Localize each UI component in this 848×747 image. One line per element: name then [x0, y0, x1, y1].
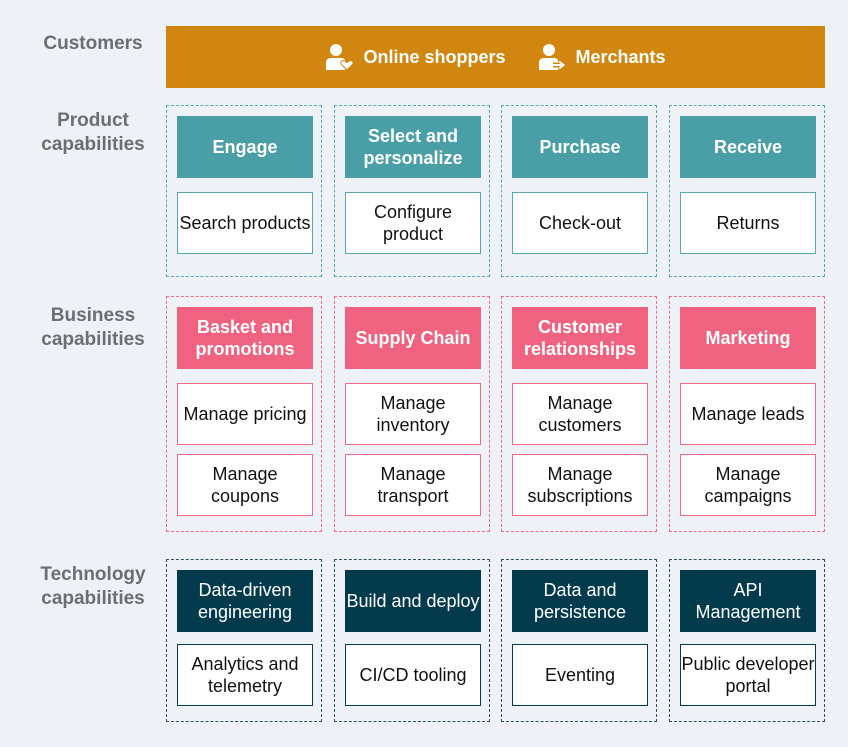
row-label-technology: Technology capabilities: [40, 564, 146, 609]
capability-item: Eventing: [512, 644, 648, 706]
capability-header: Engage: [177, 116, 313, 178]
capability-item: Public developer portal: [680, 644, 816, 706]
business-group-supply: Supply Chain Manage inventory Manage tra…: [334, 296, 490, 532]
technology-group-build: Build and deploy CI/CD tooling: [334, 559, 490, 722]
technology-group-api: API Management Public developer portal: [669, 559, 825, 722]
capability-item: Configure product: [345, 192, 481, 254]
technology-group-data-driven: Data-driven engineering Analytics and te…: [166, 559, 322, 722]
capability-header: Build and deploy: [345, 570, 481, 632]
capability-item: Manage transport: [345, 454, 481, 516]
capability-header: Marketing: [680, 307, 816, 369]
capability-header: API Management: [680, 570, 816, 632]
capability-item: Search products: [177, 192, 313, 254]
capability-item: Manage coupons: [177, 454, 313, 516]
capability-item: Manage pricing: [177, 383, 313, 445]
customers-bar: Online shoppers Merchants: [166, 26, 825, 88]
capability-item: Manage inventory: [345, 383, 481, 445]
capability-item: Manage campaigns: [680, 454, 816, 516]
customer-merchants: Merchants: [538, 43, 666, 71]
user-heart-icon: [325, 43, 354, 71]
capability-header: Data-driven engineering: [177, 570, 313, 632]
capability-header: Supply Chain: [345, 307, 481, 369]
customer-label: Online shoppers: [363, 46, 506, 67]
row-label-business: Business capabilities: [41, 305, 145, 350]
business-group-marketing: Marketing Manage leads Manage campaigns: [669, 296, 825, 532]
capability-header: Customer relationships: [512, 307, 648, 369]
capability-item: Check-out: [512, 192, 648, 254]
capability-item: Returns: [680, 192, 816, 254]
product-group-receive: Receive Returns: [669, 105, 825, 277]
capability-item: Manage leads: [680, 383, 816, 445]
capability-item: Analytics and telemetry: [177, 644, 313, 706]
technology-group-persistence: Data and persistence Eventing: [501, 559, 657, 722]
customer-label: Merchants: [575, 46, 666, 67]
row-label-customers: Customers: [43, 33, 143, 54]
capability-header: Purchase: [512, 116, 648, 178]
product-group-engage: Engage Search products: [166, 105, 322, 277]
row-label-product: Product capabilities: [41, 110, 145, 155]
product-group-select: Select and personalize Configure product: [334, 105, 490, 277]
customer-online-shoppers: Online shoppers: [325, 43, 506, 71]
capability-header: Data and persistence: [512, 570, 648, 632]
capability-item: Manage customers: [512, 383, 648, 445]
user-arrow-icon: [538, 43, 566, 71]
business-group-customer: Customer relationships Manage customers …: [501, 296, 657, 532]
capability-item: CI/CD tooling: [345, 644, 481, 706]
business-group-basket: Basket and promotions Manage pricing Man…: [166, 296, 322, 532]
capability-item: Manage subscriptions: [512, 454, 648, 516]
product-group-purchase: Purchase Check-out: [501, 105, 657, 277]
capability-header: Select and personalize: [345, 116, 481, 178]
capability-header: Receive: [680, 116, 816, 178]
capability-header: Basket and promotions: [177, 307, 313, 369]
